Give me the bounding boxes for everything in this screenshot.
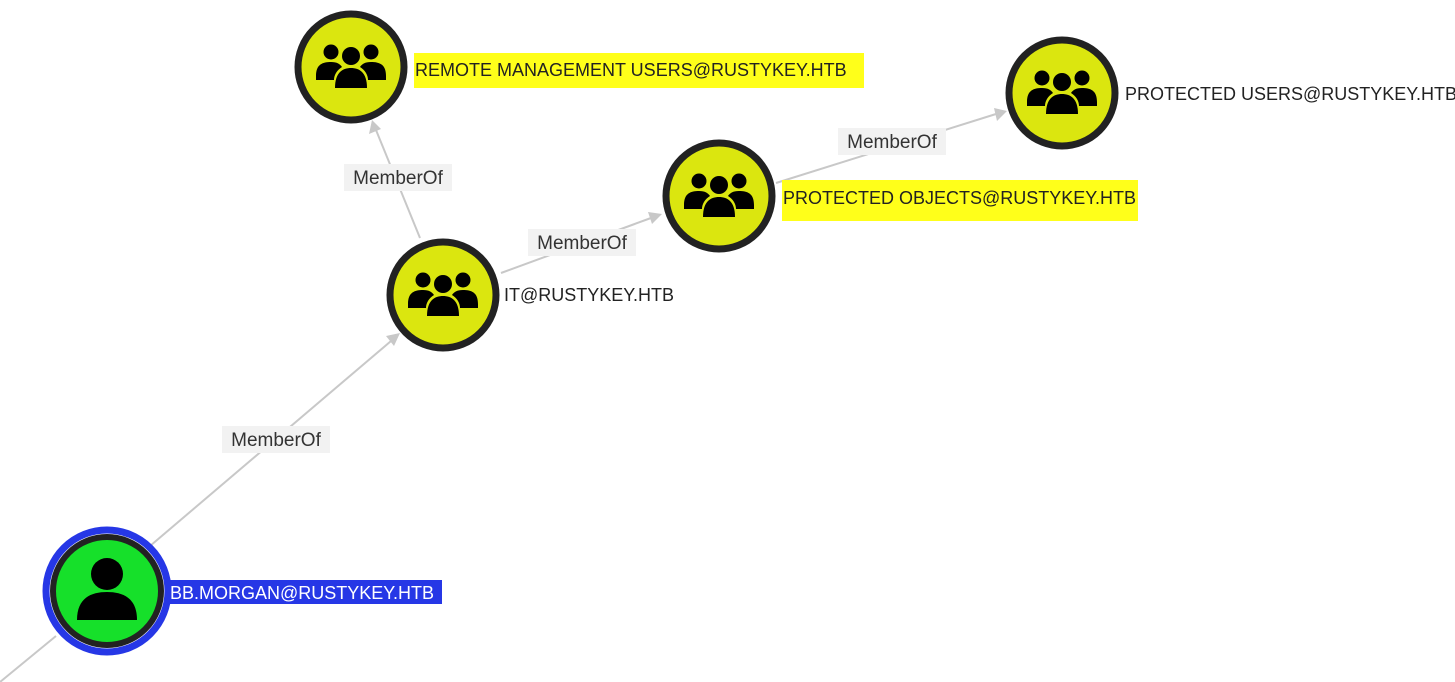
node-label-selected-highlight [168, 580, 442, 604]
group-node-circle [1005, 36, 1119, 150]
group-node-circle [294, 10, 408, 124]
edge-label-it-protected-objects: MemberOf [528, 229, 636, 256]
nodes-layer: REMOTE MANAGEMENT USERS@RUSTYKEY.HTB PRO… [42, 10, 1455, 656]
group-node-circle [386, 238, 500, 352]
user-node-circle [50, 534, 164, 648]
svg-text:MemberOf: MemberOf [231, 430, 321, 451]
node-remote-management-users[interactable]: REMOTE MANAGEMENT USERS@RUSTYKEY.HTB [294, 10, 864, 124]
node-bb-morgan[interactable]: BB.MORGAN@RUSTYKEY.HTB [42, 526, 442, 656]
group-node-circle [662, 139, 776, 253]
svg-text:MemberOf: MemberOf [537, 233, 627, 254]
node-label: REMOTE MANAGEMENT USERS@RUSTYKEY.HTB [415, 60, 847, 80]
node-label-highlight [782, 180, 1138, 221]
edge-label-protected-objects-protected-users: MemberOf [838, 128, 946, 155]
node-protected-users[interactable]: PROTECTED USERS@RUSTYKEY.HTB [1005, 36, 1455, 150]
node-label: PROTECTED USERS@RUSTYKEY.HTB [1125, 84, 1455, 104]
edge-label-bb-morgan-it: MemberOf [222, 426, 330, 453]
edge-offscreen-incoming [0, 635, 57, 682]
svg-text:MemberOf: MemberOf [847, 132, 937, 153]
edge-arrow [994, 108, 1007, 121]
node-label: PROTECTED OBJECTS@RUSTYKEY.HTB [783, 188, 1136, 208]
edge-arrow [369, 120, 381, 134]
edge-arrow [386, 333, 400, 346]
node-label: BB.MORGAN@RUSTYKEY.HTB [170, 583, 434, 603]
edge-labels-layer: MemberOf MemberOf MemberOf MemberOf [222, 128, 946, 453]
svg-text:MemberOf: MemberOf [353, 168, 443, 189]
node-label: IT@RUSTYKEY.HTB [504, 285, 674, 305]
node-it[interactable]: IT@RUSTYKEY.HTB [386, 238, 674, 352]
edge-arrow [648, 212, 662, 224]
selection-halo [42, 526, 172, 656]
edge-label-it-remote-mgmt: MemberOf [344, 164, 452, 191]
node-label-highlight [414, 53, 864, 88]
node-protected-objects[interactable]: PROTECTED OBJECTS@RUSTYKEY.HTB [662, 139, 1138, 253]
